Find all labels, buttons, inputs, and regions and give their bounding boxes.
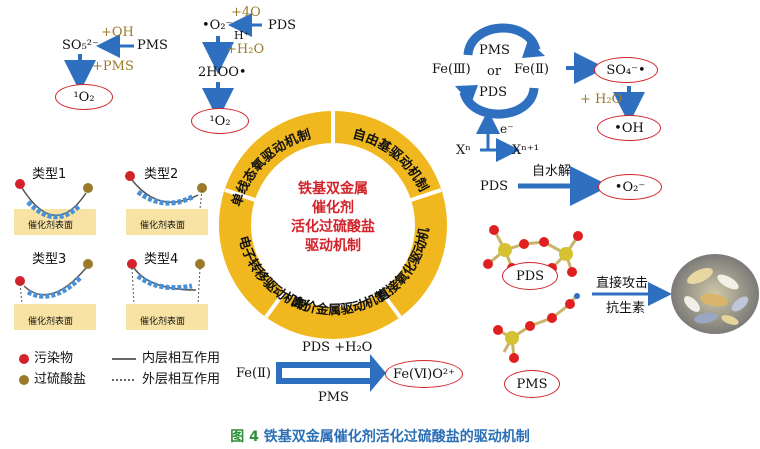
catalyst-surfaces xyxy=(14,209,208,330)
attack-label: 直接攻击 xyxy=(596,276,649,291)
type3-sketch xyxy=(15,259,93,305)
plus-h2o-label-topmid: +H₂O xyxy=(226,42,265,57)
feiv-top-reagent: PDS +H₂O xyxy=(302,340,373,355)
legend-outer: 外层相互作用 xyxy=(142,372,221,387)
surface-label-1: 催化剂表面 xyxy=(28,221,74,231)
surface-label-4: 催化剂表面 xyxy=(140,317,186,327)
figure-caption: 图 4 铁基双金属催化剂活化过硫酸盐的驱动机制 xyxy=(0,426,760,446)
self-hydrolysis-label: 自水解 xyxy=(532,164,572,179)
fe2-label-cycle: Fe(Ⅱ) xyxy=(514,62,549,77)
xn1-label: Xⁿ⁺¹ xyxy=(512,143,539,158)
arrow-fe-high-valent xyxy=(276,354,386,392)
superoxide-hydrolysis: •O₂⁻ xyxy=(598,174,662,200)
type3-label: 类型3 xyxy=(32,252,67,267)
type4-sketch xyxy=(127,259,205,305)
plus-oh-label: +OH xyxy=(101,25,134,40)
so5-label: SO₅²⁻ xyxy=(62,38,99,53)
legend-pollutant: 污染物 xyxy=(34,351,74,366)
type1-label: 类型1 xyxy=(32,167,67,182)
legend-pollutant-dot xyxy=(19,354,29,364)
center-line-3: 活化过硫酸盐 xyxy=(291,219,375,235)
sulfate-radical: SO₄⁻• xyxy=(594,57,658,83)
center-title: 铁基双金属 催化剂 活化过硫酸盐 驱动机制 xyxy=(263,180,403,256)
singlet-oxygen-mid: ¹O₂ xyxy=(191,108,249,134)
pds-molecule xyxy=(483,225,583,277)
electron-label: e⁻ xyxy=(500,122,514,136)
type2-sketch xyxy=(125,171,207,210)
pms-label-topleft: PMS xyxy=(137,38,168,53)
fe2-label-feiv: Fe(Ⅱ) xyxy=(236,366,271,381)
feiv-bottom-reagent: PMS xyxy=(318,390,349,405)
xn-label: Xⁿ xyxy=(456,143,471,158)
pds-label-topmid: PDS xyxy=(268,18,297,33)
center-line-2: 催化剂 xyxy=(312,200,354,216)
center-line-4: 驱动机制 xyxy=(305,238,361,254)
legend-persulfate-dot xyxy=(19,375,29,385)
cycle-or: or xyxy=(487,64,502,79)
center-line-1: 铁基双金属 xyxy=(298,181,368,197)
singlet-oxygen-left: ¹O₂ xyxy=(55,84,113,110)
pds-molecule-label: PDS xyxy=(502,262,558,290)
legend-inner: 内层相互作用 xyxy=(142,351,221,366)
plus-4o-label: +4O xyxy=(231,5,261,20)
figure-caption-text: 铁基双金属催化剂活化过硫酸盐的驱动机制 xyxy=(263,429,530,445)
hoo-label: 2HOO• xyxy=(198,65,247,80)
legend-persulfate: 过硫酸盐 xyxy=(34,372,87,387)
cycle-pds: PDS xyxy=(479,85,508,100)
figure-number: 图 4 xyxy=(230,429,259,445)
surface-label-2: 催化剂表面 xyxy=(140,221,186,231)
plus-h2o-label-cycle: + H₂O xyxy=(580,92,623,107)
fe3-label: Fe(Ⅲ) xyxy=(432,62,471,77)
pds-label-hydrolysis: PDS xyxy=(480,179,509,194)
plus-pms-label: +PMS xyxy=(92,59,134,74)
high-valent-iron: Fe(Ⅵ)O²⁺ xyxy=(385,360,463,388)
h-plus-label: H⁺ xyxy=(234,29,250,42)
antibiotic-pills-image xyxy=(671,254,759,334)
type2-label: 类型2 xyxy=(144,167,179,182)
pms-molecule xyxy=(493,293,580,363)
pms-molecule-label: PMS xyxy=(504,370,560,398)
cycle-arc-top xyxy=(463,23,541,56)
antibiotic-label: 抗生素 xyxy=(606,301,646,316)
surface-label-3: 催化剂表面 xyxy=(28,317,74,327)
type1-sketch xyxy=(15,179,93,220)
cycle-pms: PMS xyxy=(479,43,510,58)
type4-label: 类型4 xyxy=(144,252,179,267)
hydroxyl-radical: •OH xyxy=(597,115,661,141)
mechanism-ring xyxy=(219,111,447,339)
superoxide-label: •O₂⁻ xyxy=(202,18,233,33)
